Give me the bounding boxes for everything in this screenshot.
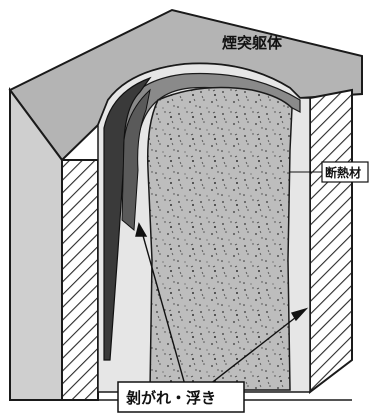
left-wall-section bbox=[62, 160, 98, 400]
right-wall-section bbox=[310, 90, 352, 392]
refractory-core bbox=[148, 88, 292, 390]
chimney-body-label: 煙突躯体 bbox=[222, 34, 283, 52]
peeling-label: 剝がれ・浮き bbox=[126, 389, 216, 407]
insulation-label: 断熱材 bbox=[325, 165, 361, 180]
